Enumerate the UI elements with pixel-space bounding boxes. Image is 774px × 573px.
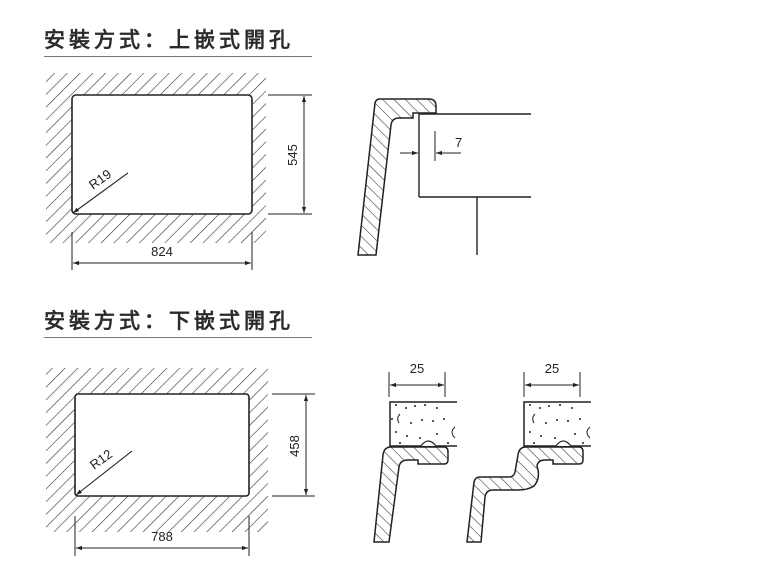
under-mount-title: 安裝方式：下嵌式開孔 [44,308,312,338]
hatch-area [46,368,268,532]
height-label: 545 [285,144,300,166]
hatch-area [46,73,266,243]
under-mount-detail-2: 25 [466,361,591,543]
radius-leader [75,450,133,496]
width-label: 788 [151,529,173,544]
gap-label: 7 [455,135,462,150]
sink-rim-profile [373,446,449,543]
under-mount-cutout: R12 458 788 [46,368,315,556]
height-label: 458 [287,435,302,457]
adhesive-bead [420,440,437,447]
top-mount-title: 安裝方式：上嵌式開孔 [44,27,312,57]
radius-leader [72,172,129,214]
adhesive-bead [555,440,572,447]
thickness-label: 25 [410,361,424,376]
under-mount-detail-1: 25 [373,361,457,543]
sink-rim-profile [357,98,437,256]
stone-texture [391,404,449,444]
countertop-section [523,401,591,447]
top-mount-cutout: R19 545 824 [46,73,312,270]
width-label: 824 [151,244,173,259]
stone-texture [529,404,584,444]
countertop-section [389,401,457,447]
sink-rim-profile [466,446,584,543]
cutout-outline [74,393,250,497]
cutout-outline [71,94,253,215]
thickness-label: 25 [545,361,559,376]
top-mount-detail: 7 [357,98,531,256]
